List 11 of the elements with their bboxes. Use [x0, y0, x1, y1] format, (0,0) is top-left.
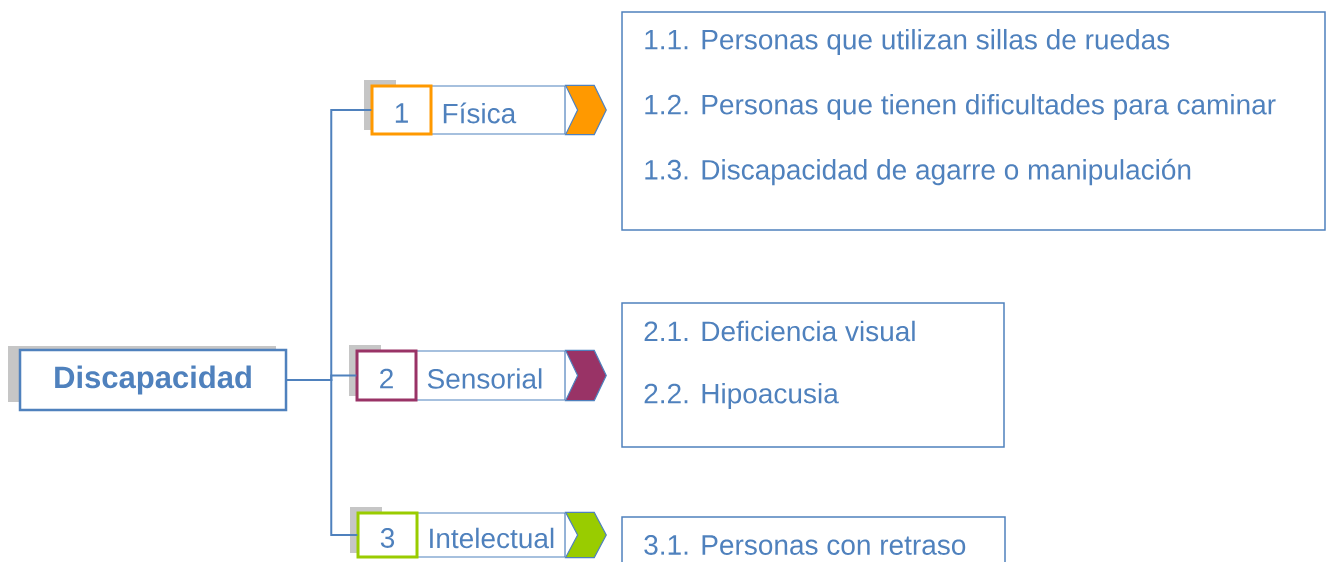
detail-box: 3.1. Personas con retraso	[621, 516, 1006, 562]
root-box: Discapacidad	[8, 346, 288, 412]
detail-box: 1.1. Personas que utilizan sillas de ruedas 1.2. Personas que tienen dificultades para caminar 1.3. Discapacidad de agarre o manipulación	[621, 11, 1326, 231]
category-band: 2 Sensorial	[349, 345, 566, 402]
chevron-arrow	[564, 84, 607, 136]
detail-box: 2.1. Deficiencia visual 2.2. Hipoacusia	[621, 302, 1005, 448]
connector-line	[286, 379, 359, 536]
chevron-arrow	[564, 511, 607, 559]
category-band: 3 Intelectual	[350, 507, 566, 559]
chevron-arrow	[564, 349, 607, 402]
category-band: 1 Física	[364, 80, 566, 136]
